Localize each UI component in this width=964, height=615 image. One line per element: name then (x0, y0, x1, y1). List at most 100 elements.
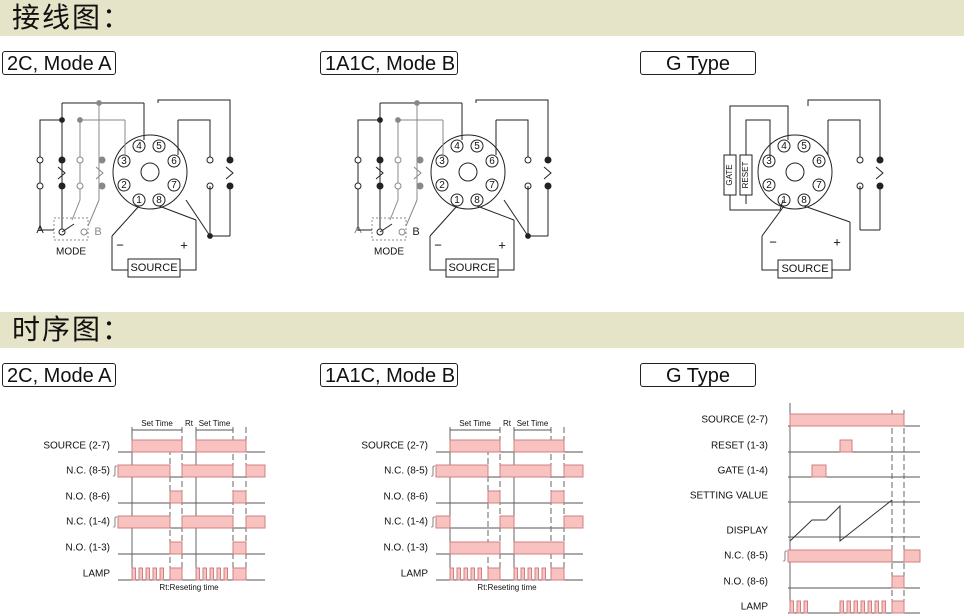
socket-pin-number: 5 (801, 141, 807, 152)
gate-label: GATE (725, 164, 734, 185)
wire (71, 199, 81, 221)
socket-pin-4 (777, 139, 791, 153)
contact-closed (876, 156, 884, 164)
lamp-pulse (209, 567, 214, 581)
timing-header-mode-a: 2C, Mode A (2, 363, 116, 387)
contact-open (206, 156, 214, 164)
wire (761, 236, 778, 271)
wire (111, 205, 140, 237)
wire (429, 205, 458, 237)
socket-pin-4 (132, 139, 146, 153)
wire (745, 119, 771, 157)
timing-section-band: 时序图： (0, 312, 964, 348)
socket-pin-number: 8 (801, 195, 807, 206)
mode-switch-b-label: B (94, 226, 101, 238)
wire (803, 205, 851, 223)
socket-pin-7 (167, 178, 181, 192)
socket-pin-number: 7 (489, 180, 495, 191)
plus-sign: + (833, 234, 841, 249)
timing-high-segment (903, 549, 921, 563)
lamp-pulse (541, 567, 546, 581)
lamp-steady-segment (169, 567, 183, 581)
timing-row-label: N.C. (8-5) (66, 466, 110, 477)
source-label: SOURCE (448, 262, 495, 274)
timing-header-mode-b: 1A1C, Mode B (320, 363, 458, 387)
timing-row-label: N.C. (1-4) (384, 517, 428, 528)
lamp-pulse (881, 600, 886, 614)
timing-high-segment (563, 515, 584, 529)
timing-high-segment (891, 575, 905, 589)
timing-row-label: SOURCE (2-7) (43, 441, 110, 452)
socket-pin-number: 2 (766, 180, 772, 191)
lamp-pulse (202, 567, 207, 581)
mode-switch-lever (379, 223, 393, 233)
contact-closed (58, 182, 66, 190)
wire (178, 119, 211, 160)
timing-high-segment (181, 515, 234, 529)
socket-pin-3 (762, 154, 776, 168)
frame-wire (39, 119, 62, 230)
timing-high-segment (487, 490, 501, 504)
socket-pin-number: 7 (171, 180, 177, 191)
lamp-steady-segment (232, 567, 247, 581)
display-ramp-line (789, 499, 893, 543)
contact-closed (416, 182, 424, 190)
wire (429, 236, 446, 271)
mode-switch-box (371, 217, 407, 241)
junction-dot (96, 100, 102, 106)
frame-wire (357, 119, 380, 230)
lamp-pulse (874, 600, 879, 614)
source-box (777, 259, 833, 279)
contact-open (354, 156, 362, 164)
socket-pin-2 (117, 178, 131, 192)
mode-switch-lever (61, 223, 75, 233)
wire (729, 195, 784, 211)
socket-pin-6 (167, 154, 181, 168)
lamp-pulse (853, 600, 858, 614)
timing-break-mark: ʃ (431, 463, 436, 477)
lamp-pulse (449, 567, 454, 581)
mode-label: MODE (56, 247, 86, 258)
timing-high-segment (513, 541, 565, 555)
contact-open (76, 156, 84, 164)
timing-row-label: SOURCE (2-7) (701, 415, 768, 426)
timing-high-segment (117, 464, 171, 478)
lamp-pulse (223, 567, 228, 581)
lamp-pulse (789, 600, 794, 614)
wire (180, 220, 197, 271)
socket-center-hole (140, 162, 160, 182)
contact-arrow-icon (413, 166, 422, 180)
socket-pin-number: 7 (816, 180, 822, 191)
wire (157, 99, 231, 160)
contact-closed (98, 156, 106, 164)
timing-break-mark: ʃ (431, 514, 436, 528)
socket-pin-number: 6 (816, 156, 822, 167)
timing-row-label: N.O. (8-6) (724, 577, 768, 588)
minus-sign: − (769, 234, 777, 249)
socket-center-hole (458, 162, 478, 182)
socket-pin-number: 2 (439, 180, 445, 191)
lamp-pulse (138, 567, 143, 581)
socket-pin-number: 3 (121, 156, 127, 167)
timing-high-segment (550, 490, 565, 504)
wire (158, 205, 197, 221)
mode-label: MODE (374, 247, 404, 258)
wiring-header-g-type: G Type (640, 51, 756, 75)
socket-pin-4 (450, 139, 464, 153)
timing-row-label: SOURCE (2-7) (361, 441, 428, 452)
contact-open (76, 182, 84, 190)
lamp-pulse (860, 600, 865, 614)
contact-open (856, 156, 864, 164)
lamp-pulse (846, 600, 851, 614)
plus-sign: + (180, 237, 188, 252)
timing-row-label: N.O. (8-6) (384, 492, 428, 503)
wire (476, 205, 515, 221)
contact-arrow-icon (375, 166, 384, 180)
lamp-steady-segment (487, 567, 501, 581)
source-box (127, 258, 181, 278)
socket-pin-number: 3 (766, 156, 772, 167)
wire (475, 99, 549, 160)
plus-sign: + (498, 237, 506, 252)
contact-closed (416, 156, 424, 164)
